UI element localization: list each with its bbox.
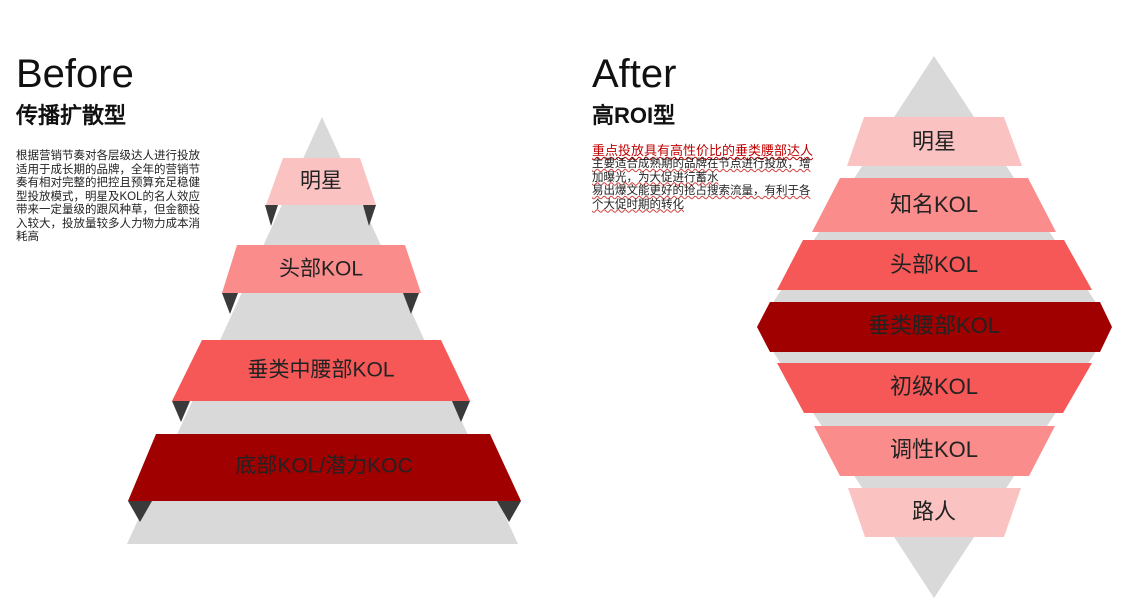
before-tier-1: 明星 <box>265 158 376 226</box>
after-subtitle: 高ROI型 <box>592 103 676 128</box>
after-tier-4-label: 垂类腰部KOL <box>868 313 1000 338</box>
before-tier-4-band <box>128 434 521 501</box>
after-description-line-2: 易出爆文能更好的抢占搜索流量，有利于各个大促时期的转化 <box>592 185 811 211</box>
before-tier-3: 垂类中腰部KOL <box>172 340 470 422</box>
before-description-line-2: 适用于成长期的品牌，全年的营销节奏有相对完整的把控且预算充足稳健型投放模式，明星… <box>16 163 201 244</box>
after-description-line-1: 主要适合成熟期的品牌在节点进行投放，增加曝光，为大促进行蓄水 <box>592 158 811 184</box>
before-subtitle: 传播扩散型 <box>16 103 127 128</box>
after-tier-7-band <box>848 488 1021 537</box>
before-tier-1-label: 明星 <box>300 170 342 193</box>
after-diamond: 明星 知名KOL 头部KOL 垂类腰部KOL 初级KOL 调性KOL <box>757 56 1112 598</box>
after-tier-5-band <box>777 363 1092 413</box>
before-tier-3-shadow-left <box>172 401 190 422</box>
before-description: 根据营销节奏对各层级达人进行投放 适用于成长期的品牌，全年的营销节奏有相对完整的… <box>16 150 208 245</box>
before-tier-2-shadow-left <box>222 293 238 314</box>
before-tier-3-label: 垂类中腰部KOL <box>247 359 394 382</box>
before-tier-3-band <box>172 340 470 401</box>
after-highlight-text: 重点投放具有高性价比的垂类腰部达人 <box>592 143 814 158</box>
after-tier-1: 明星 <box>847 117 1022 166</box>
after-tier-2-band <box>812 178 1056 232</box>
before-tier-4: 底部KOL/潜力KOC <box>128 434 521 522</box>
after-title: After <box>592 52 677 96</box>
before-tier-3-shadow-right <box>452 401 470 422</box>
after-tier-5-label: 初级KOL <box>890 374 978 399</box>
before-tier-2-band <box>222 245 421 293</box>
before-tier-2-shadow-right <box>403 293 419 314</box>
after-tier-2: 知名KOL <box>812 178 1056 232</box>
before-tier-4-shadow-right <box>497 501 521 522</box>
after-tier-4: 垂类腰部KOL <box>757 302 1112 352</box>
before-tier-4-label: 底部KOL/潜力KOC <box>235 455 412 478</box>
after-tier-3: 头部KOL <box>777 240 1092 290</box>
after-description: 重点投放具有高性价比的垂类腰部达人 主要适合成熟期的品牌在节点进行投放，增加曝光… <box>592 143 814 212</box>
after-tier-6: 调性KOL <box>814 426 1055 476</box>
after-tier-6-band <box>814 426 1055 476</box>
after-tier-7-label: 路人 <box>912 499 956 524</box>
after-tier-3-label: 头部KOL <box>890 252 978 277</box>
before-tier-1-shadow-left <box>265 205 278 226</box>
before-pyramid: 明星 头部KOL 垂类中腰部KOL 底部KOL/潜力KOC <box>127 117 521 544</box>
after-tier-2-label: 知名KOL <box>890 192 978 217</box>
after-tier-6-label: 调性KOL <box>890 437 978 462</box>
after-tier-4-band <box>757 302 1112 352</box>
before-tier-1-shadow-right <box>363 205 376 226</box>
after-tier-1-band <box>847 117 1022 166</box>
before-title: Before <box>16 52 134 96</box>
before-tier-2-label: 头部KOL <box>279 258 363 281</box>
before-tier-4-shadow-left <box>128 501 152 522</box>
after-tier-7: 路人 <box>848 488 1021 537</box>
after-tier-5: 初级KOL <box>777 363 1092 413</box>
before-tier-1-band <box>266 158 376 205</box>
after-tier-3-band <box>777 240 1092 290</box>
before-description-line-1: 根据营销节奏对各层级达人进行投放 <box>16 150 200 162</box>
after-tier-1-label: 明星 <box>912 129 956 154</box>
before-tier-2: 头部KOL <box>222 245 421 314</box>
